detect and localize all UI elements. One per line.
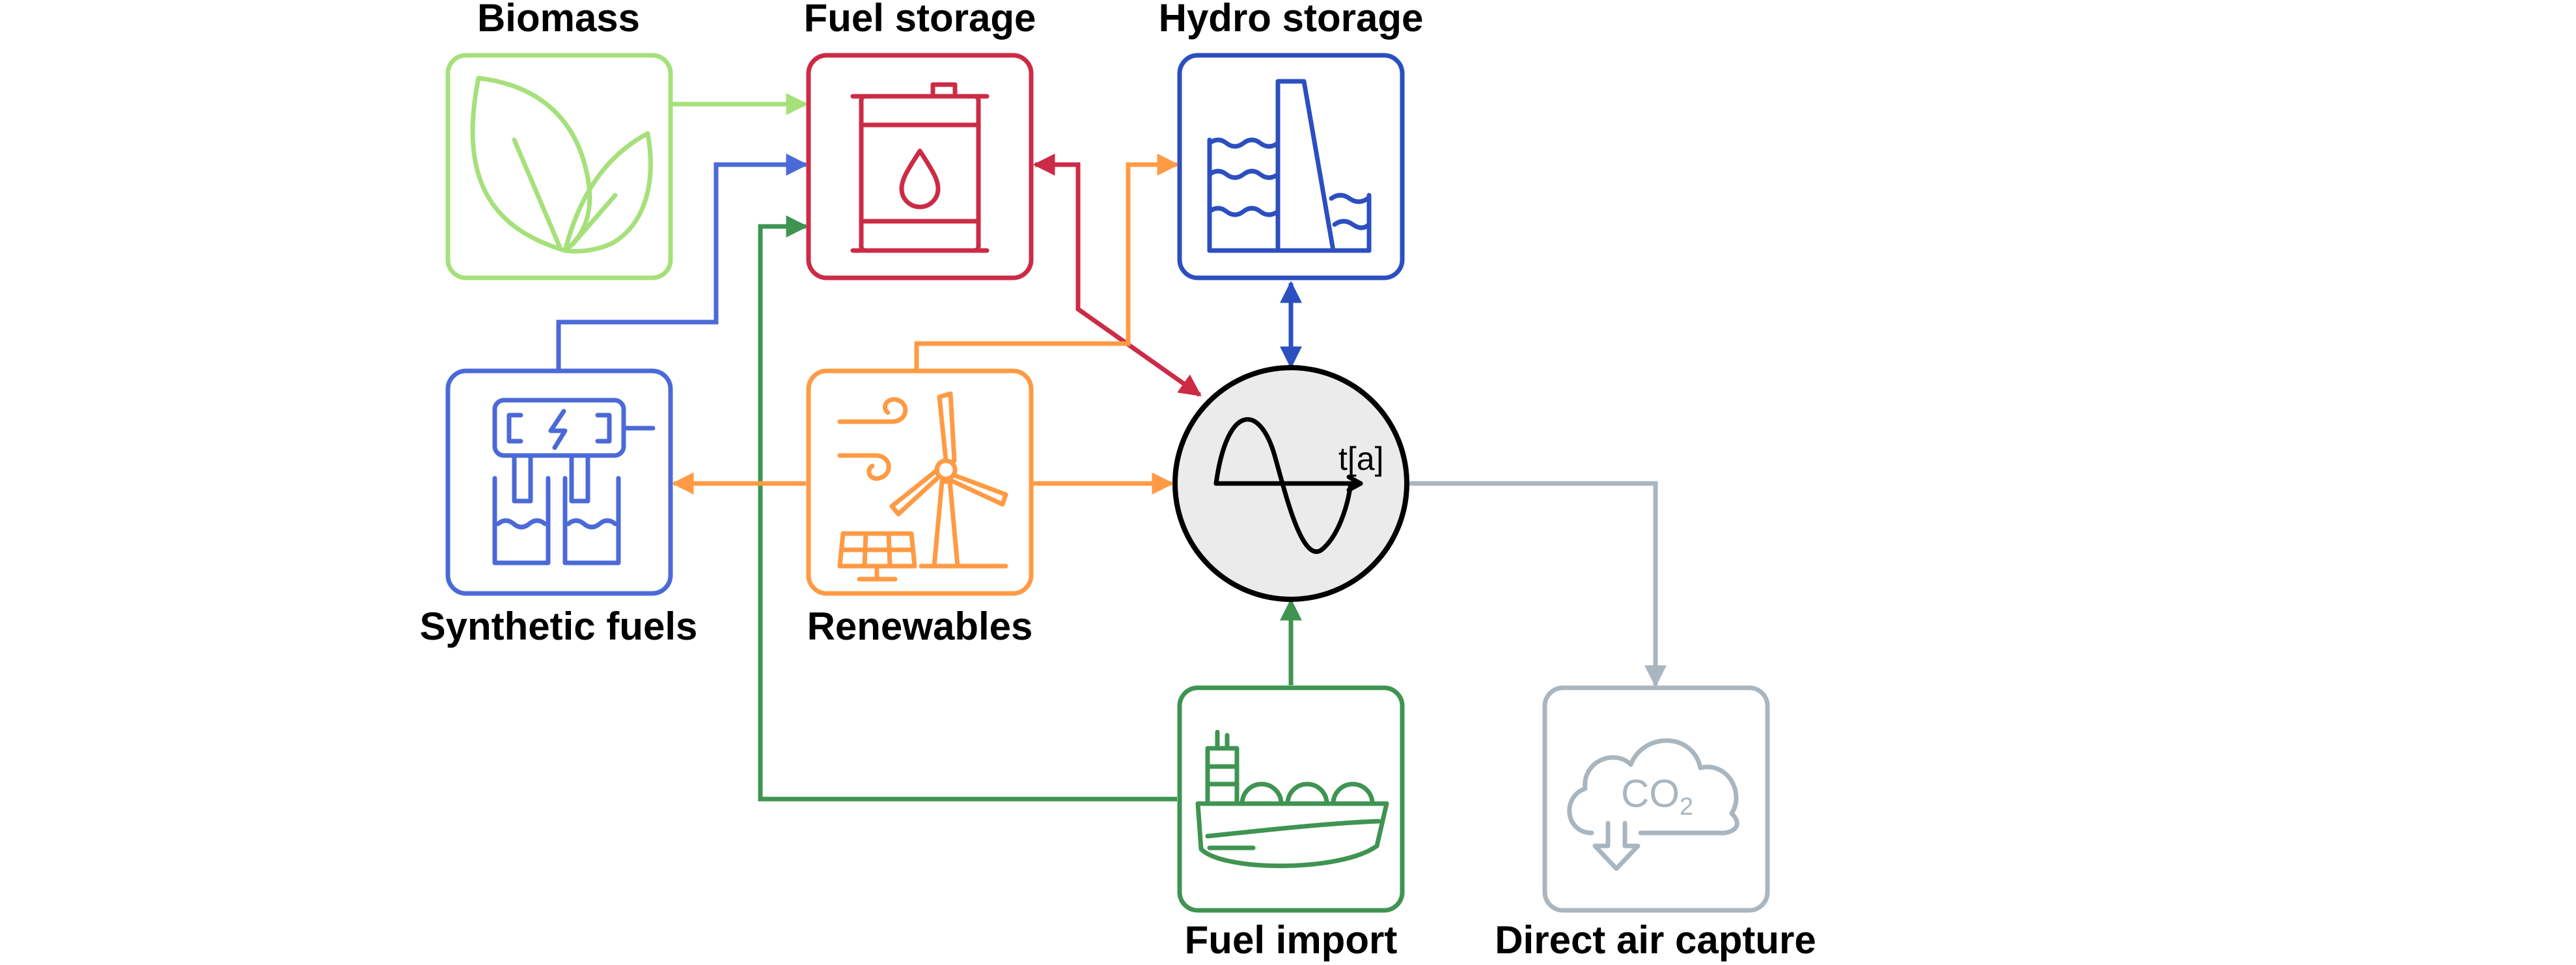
node-direct-air-capture: CO2 Direct air capture [1495, 685, 1816, 962]
node-synthetic-fuels: Synthetic fuels [420, 368, 698, 648]
fuel-storage-box [806, 53, 1034, 280]
fuel-storage-label: Fuel storage [804, 0, 1036, 40]
synthetic-fuels-box [445, 368, 673, 596]
direct-air-capture-label: Direct air capture [1495, 918, 1816, 962]
energy-hub: t[a] [1172, 365, 1409, 602]
node-fuel-storage: Fuel storage [804, 0, 1036, 280]
electrolysis-icon [492, 398, 656, 565]
oil-barrel-icon [850, 82, 990, 253]
node-renewables: Renewables [806, 368, 1034, 648]
dam-icon [1207, 79, 1372, 253]
co2-main: CO [1621, 772, 1680, 815]
synthetic-fuels-label: Synthetic fuels [420, 605, 698, 648]
hub-axis-label: t[a] [1338, 441, 1383, 477]
hydro-storage-label: Hydro storage [1159, 0, 1424, 40]
connection-synthetic-fuels-to-fuel-storage [556, 154, 809, 370]
node-fuel-import: Fuel import [1177, 685, 1405, 962]
co2-cloud-icon [1567, 738, 1739, 871]
node-biomass: Biomass [445, 0, 673, 280]
lng-ship-icon [1195, 729, 1389, 869]
biomass-label: Biomass [477, 0, 640, 40]
sine-wave-icon [1213, 417, 1363, 554]
node-hydro-storage: Hydro storage [1159, 0, 1424, 280]
co2-subscript: 2 [1680, 793, 1693, 821]
connection-renewables-to-hydro-storage [914, 154, 1180, 370]
connection-fuel-storage-hub [1032, 154, 1202, 397]
connection-fuel-import-to-fuel-storage [758, 215, 1177, 802]
fuel-import-box [1177, 685, 1405, 913]
renewables-label: Renewables [807, 605, 1033, 648]
leaves-icon [470, 75, 653, 254]
wind-solar-icon [837, 391, 1008, 582]
biomass-box [445, 53, 673, 280]
connection-hub-to-direct-air-capture [1408, 481, 1667, 688]
fuel-import-label: Fuel import [1185, 918, 1398, 962]
co2-text: CO2 [1621, 772, 1693, 821]
